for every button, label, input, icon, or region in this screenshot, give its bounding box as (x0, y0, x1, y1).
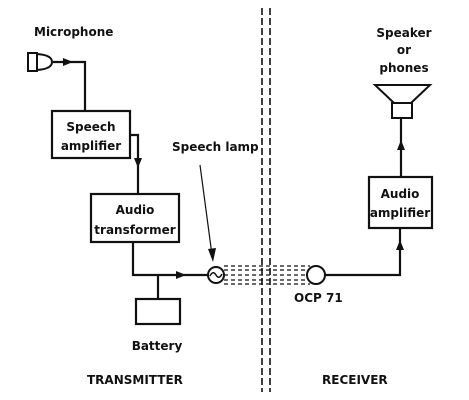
audio-amplifier-box (367, 175, 434, 230)
battery-box (134, 297, 182, 326)
amp-to-transformer-wire (130, 133, 140, 194)
photocell-icon (306, 265, 326, 285)
mic-arrow (63, 58, 73, 66)
receiver-arrow (396, 240, 404, 250)
mic-wire (53, 60, 87, 111)
battery-label: Battery (132, 339, 183, 353)
light-beam (224, 265, 310, 285)
photocell-label: OCP 71 (294, 291, 343, 305)
audio-transformer-line2: transformer (94, 223, 175, 237)
speaker-arrow (397, 140, 405, 150)
speech-lamp-pointer-head (208, 248, 216, 262)
microphone-label: Microphone (34, 25, 113, 39)
transmitter-receiver-divider (261, 8, 271, 392)
speech-lamp-pointer (199, 164, 213, 256)
transformer-to-lamp-wire (131, 242, 208, 277)
speech-amplifier-line1: Speech (66, 120, 115, 134)
speaker-label-line2: or (397, 43, 411, 57)
speaker-icon (372, 84, 433, 119)
audio-amplifier-line1: Audio (381, 187, 420, 201)
amp-arrow (134, 158, 142, 168)
audio-transformer-box (89, 192, 181, 244)
audio-transformer-line1: Audio (116, 203, 155, 217)
receiver-label: RECEIVER (322, 373, 388, 387)
audio-amplifier-line2: amplifier (370, 206, 430, 220)
lamp-feed-arrow (176, 271, 186, 279)
speaker-label-line1: Speaker (376, 26, 431, 40)
speech-amplifier-line2: amplifier (61, 139, 121, 153)
speech-lamp-label: Speech lamp (172, 140, 259, 154)
transmitter-label: TRANSMITTER (87, 373, 183, 387)
microphone-icon (27, 52, 54, 72)
photocell-to-amp-wire (325, 228, 402, 277)
speaker-label-line3: phones (379, 61, 428, 75)
speech-amplifier-box (50, 109, 132, 160)
lamp-icon (207, 266, 225, 284)
